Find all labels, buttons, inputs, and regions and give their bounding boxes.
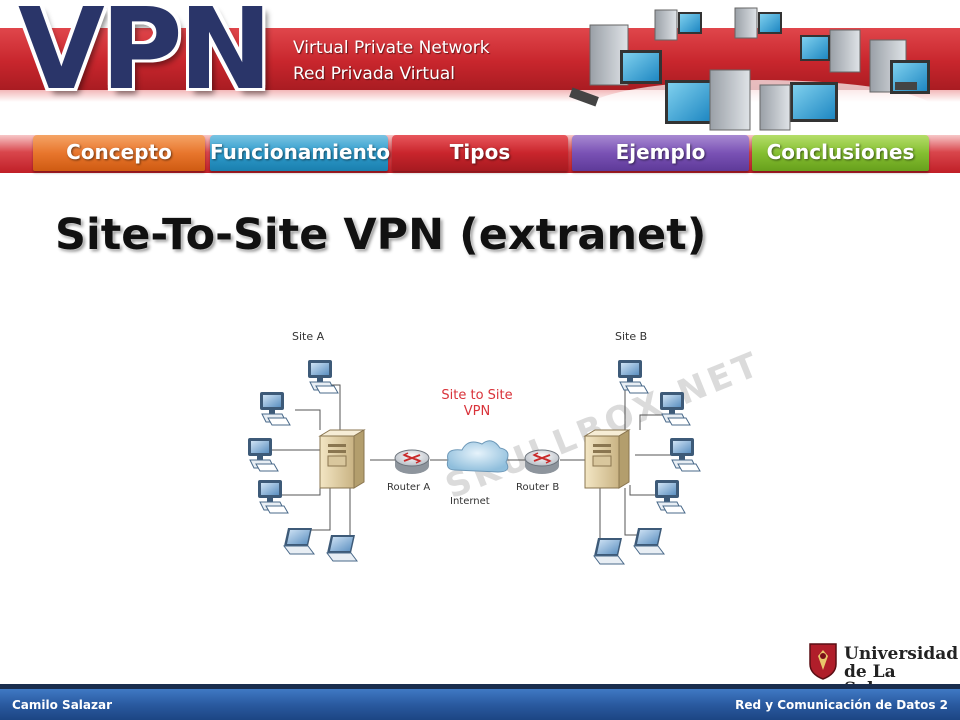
site-b-pc-4	[654, 479, 686, 514]
footer-divider	[0, 684, 960, 689]
tab-ejemplo[interactable]: Ejemplo	[572, 135, 749, 171]
site-b-pc-2	[659, 391, 691, 426]
tab-concepto[interactable]: Concepto	[33, 135, 205, 171]
router-b-label: Router B	[516, 482, 559, 493]
site-b-server	[584, 429, 630, 489]
site-a-pc-3	[247, 437, 279, 472]
router-a-label: Router A	[387, 482, 430, 493]
internet-label: Internet	[450, 496, 490, 507]
university-logo: Universidad de La Sabana	[808, 640, 959, 698]
site-a-pc-1	[307, 359, 339, 394]
tab-tipos[interactable]: Tipos	[392, 135, 568, 171]
vpn-label-line-2: VPN	[464, 404, 490, 419]
network-computers-illustration	[569, 7, 935, 135]
router-a-icon	[394, 449, 430, 475]
vpn-logo: VPN	[18, 0, 272, 115]
page-title: Site-To-Site VPN (extranet)	[55, 210, 707, 260]
header-subtitle-spanish: Red Privada Virtual	[293, 64, 456, 84]
header-banner: VPN Virtual Private Network Red Privada …	[0, 0, 960, 135]
footer-author: Camilo Salazar	[12, 698, 113, 712]
university-name-line-1: Universidad	[844, 644, 959, 664]
site-to-site-vpn-diagram: Site A Site B Site to Site VPN Router A …	[247, 330, 701, 565]
footer-bar: Camilo Salazar Red y Comunicación de Dat…	[0, 684, 960, 720]
site-b-pc-1	[617, 359, 649, 394]
tab-conclusiones[interactable]: Conclusiones	[752, 135, 929, 171]
header-subtitle-english: Virtual Private Network	[293, 38, 490, 58]
site-a-server	[319, 429, 365, 489]
site-a-pc-2	[259, 391, 291, 426]
internet-cloud-icon	[446, 440, 509, 473]
footer-background	[0, 689, 960, 720]
site-a-pc-4	[257, 479, 289, 514]
tab-funcionamiento[interactable]: Funcionamiento	[210, 135, 390, 171]
router-b-icon	[524, 449, 560, 475]
vpn-label-line-1: Site to Site	[441, 388, 512, 403]
site-b-pc-3	[669, 437, 701, 472]
university-shield-icon	[809, 643, 837, 680]
site-a-label: Site A	[292, 330, 325, 343]
site-b-label: Site B	[615, 330, 647, 343]
footer-course: Red y Comunicación de Datos 2	[735, 698, 948, 712]
